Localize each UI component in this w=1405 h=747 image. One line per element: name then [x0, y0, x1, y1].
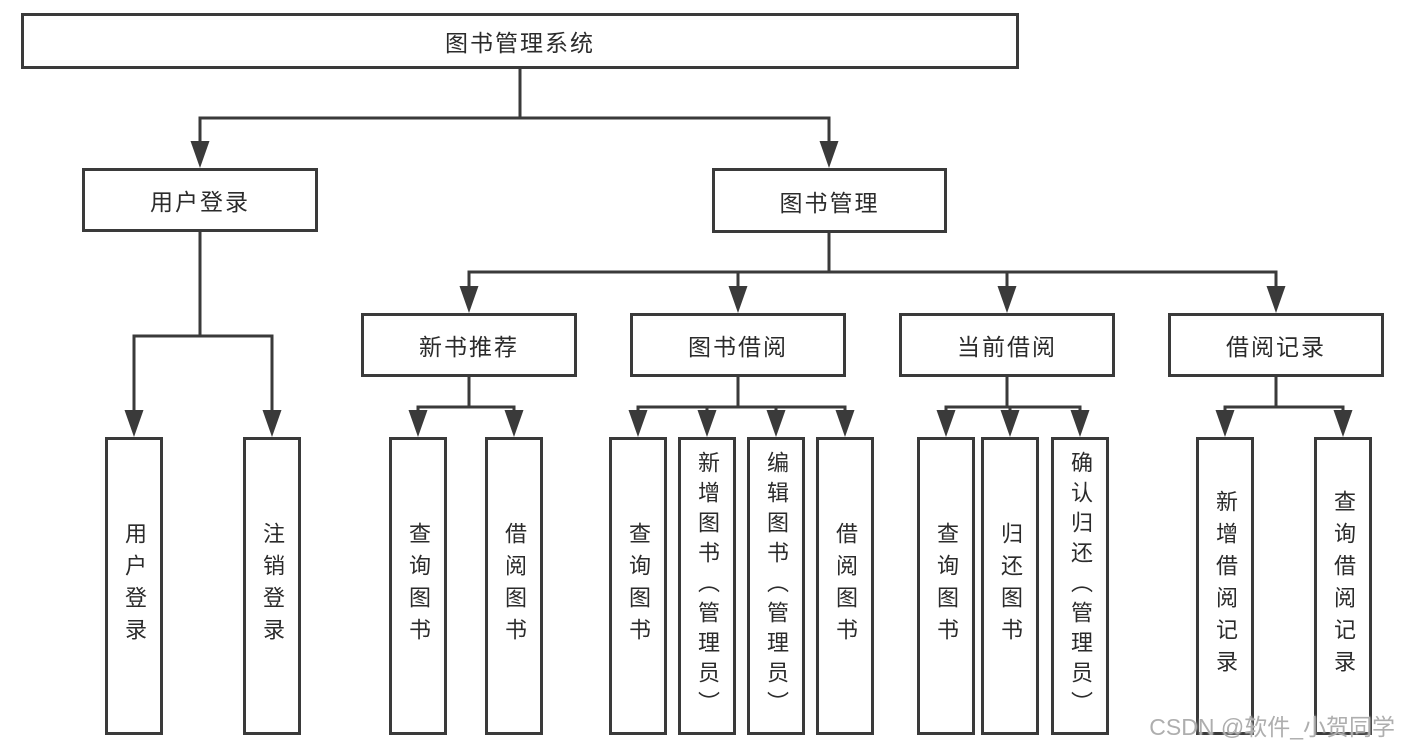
node-book-borrowing: 图书借阅 [630, 313, 846, 377]
node-leaf-query-book-2: 查询图书 [609, 437, 667, 735]
node-leaf-query-book-3-label: 查询图书 [934, 522, 959, 650]
node-leaf-borrow-book-1: 借阅图书 [485, 437, 543, 735]
node-leaf-user-login: 用户登录 [105, 437, 163, 735]
node-book-borrowing-label: 图书借阅 [688, 334, 788, 360]
node-leaf-logout-label: 注销登录 [260, 522, 285, 650]
node-leaf-confirm-return-admin-label: 确认归还（管理员） [1068, 451, 1093, 721]
node-new-book-recommend-label: 新书推荐 [419, 334, 519, 360]
node-leaf-logout: 注销登录 [243, 437, 301, 735]
node-book-management-label: 图书管理 [779, 189, 880, 216]
node-user-login-label: 用户登录 [150, 189, 250, 215]
node-leaf-borrow-book-1-label: 借阅图书 [502, 522, 527, 650]
node-user-login: 用户登录 [82, 168, 318, 232]
node-leaf-confirm-return-admin: 确认归还（管理员） [1051, 437, 1109, 735]
node-current-borrowing-label: 当前借阅 [957, 334, 1057, 360]
node-book-management: 图书管理 [712, 168, 947, 233]
node-leaf-borrow-book-2-label: 借阅图书 [833, 522, 858, 650]
node-leaf-add-book-admin: 新增图书（管理员） [678, 437, 736, 735]
node-leaf-edit-book-admin-label: 编辑图书（管理员） [764, 451, 789, 721]
arrowheads [124, 141, 1353, 437]
node-leaf-borrow-book-2: 借阅图书 [816, 437, 874, 735]
node-leaf-query-book-1-label: 查询图书 [406, 522, 431, 650]
node-leaf-query-book-1: 查询图书 [389, 437, 447, 735]
node-leaf-edit-book-admin: 编辑图书（管理员） [747, 437, 805, 735]
node-leaf-return-book: 归还图书 [981, 437, 1039, 735]
csdn-watermark: CSDN @软件_小贺同学 [1149, 714, 1395, 740]
node-new-book-recommend: 新书推荐 [361, 313, 577, 377]
node-leaf-add-borrow-record-label: 新增借阅记录 [1213, 490, 1238, 682]
node-leaf-query-borrow-record-label: 查询借阅记录 [1331, 490, 1356, 682]
node-leaf-query-borrow-record: 查询借阅记录 [1314, 437, 1372, 735]
node-leaf-add-book-admin-label: 新增图书（管理员） [695, 451, 720, 721]
node-borrow-records-label: 借阅记录 [1226, 334, 1326, 360]
node-leaf-user-login-label: 用户登录 [122, 522, 147, 650]
node-leaf-add-borrow-record: 新增借阅记录 [1196, 437, 1254, 735]
node-leaf-query-book-2-label: 查询图书 [626, 522, 651, 650]
node-current-borrowing: 当前借阅 [899, 313, 1115, 377]
node-leaf-query-book-3: 查询图书 [917, 437, 975, 735]
node-leaf-return-book-label: 归还图书 [998, 522, 1023, 650]
node-system-root: 图书管理系统 [21, 13, 1019, 69]
node-borrow-records: 借阅记录 [1168, 313, 1384, 377]
node-system-root-label: 图书管理系统 [445, 30, 595, 56]
